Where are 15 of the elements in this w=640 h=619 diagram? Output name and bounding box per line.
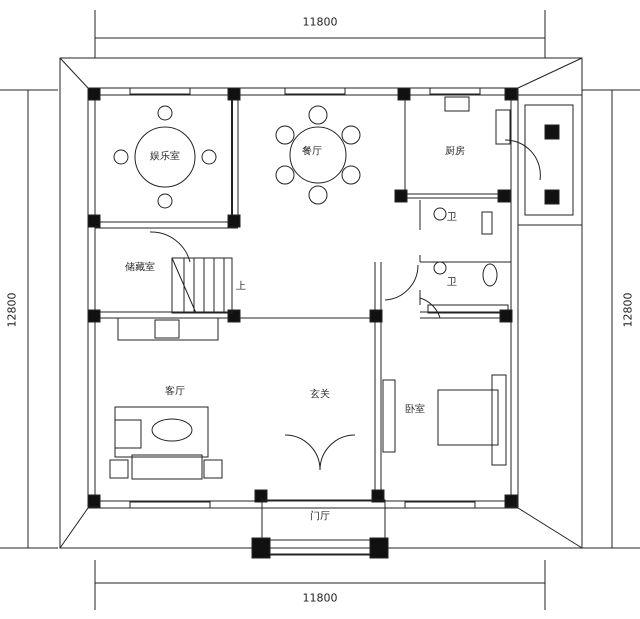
room-label: 客厅	[165, 387, 185, 397]
room-label: 储藏室	[125, 263, 155, 273]
room-label: 餐厅	[302, 147, 322, 157]
room-label: 娱乐室	[150, 152, 180, 162]
room-label: 玄关	[310, 390, 330, 400]
dimension-label: 12800	[6, 292, 18, 328]
dimension-label: 12800	[622, 292, 634, 328]
dimension-label: 11800	[302, 16, 338, 28]
room-label: 门厅	[310, 512, 330, 522]
room-label: 卧室	[405, 405, 425, 415]
dimension-label: 11800	[302, 592, 338, 604]
room-label: 卫	[447, 213, 457, 223]
stair-direction-label: 上	[236, 282, 246, 292]
room-label: 卫	[447, 278, 457, 288]
room-label: 厨房	[445, 147, 465, 157]
